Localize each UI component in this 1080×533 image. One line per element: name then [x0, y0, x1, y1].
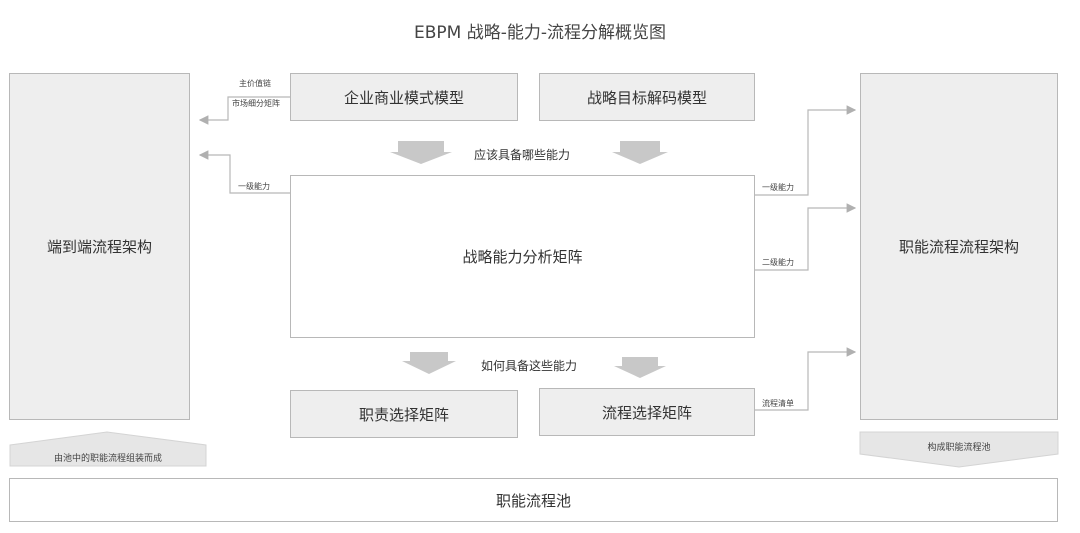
duty-matrix-label: 职责选择矩阵	[358, 405, 449, 424]
strategy-goal-box: 战略目标解码模型	[539, 73, 755, 121]
business-model-box: 企业商业模式模型	[290, 73, 518, 121]
level1-right-label: 一级能力	[762, 183, 794, 192]
down-banner-right	[859, 431, 1059, 468]
functional-architecture-label: 职能流程流程架构	[898, 238, 1019, 256]
connector-process-list	[755, 347, 857, 411]
strategy-goal-label: 战略目标解码模型	[586, 88, 707, 107]
down-arrow-bottom-left	[402, 352, 456, 374]
duty-matrix-box: 职责选择矩阵	[290, 390, 518, 438]
process-list-label: 流程清单	[762, 399, 794, 408]
level1-left-label: 一级能力	[238, 182, 270, 191]
end-to-end-architecture-label: 端到端流程架构	[46, 238, 152, 256]
capability-matrix-label: 战略能力分析矩阵	[462, 248, 583, 266]
pool-assemble-label: 由池中的职能流程组装而成	[53, 454, 162, 464]
capability-matrix-box: 战略能力分析矩阵	[290, 175, 755, 338]
functional-architecture-box: 职能流程流程架构	[860, 73, 1058, 420]
process-pool-label: 职能流程池	[495, 491, 571, 510]
should-have-capabilities-label: 应该具备哪些能力	[474, 148, 571, 162]
connector-business-to-e2e	[198, 96, 290, 125]
business-model-label: 企业商业模式模型	[343, 88, 464, 107]
market-segment-label: 市场细分矩阵	[232, 99, 280, 108]
connector-matrix-level1	[755, 105, 857, 196]
how-to-have-capabilities-label: 如何具备这些能力	[481, 359, 578, 373]
up-banner-left	[9, 431, 207, 467]
process-pool-box: 职能流程池	[9, 478, 1058, 522]
value-chain-label: 主价值链	[239, 79, 271, 88]
down-arrow-bottom-right	[614, 357, 666, 378]
process-matrix-box: 流程选择矩阵	[539, 388, 755, 436]
down-arrow-top-left	[390, 141, 452, 164]
connector-matrix-to-e2e	[198, 150, 290, 194]
level2-right-label: 二级能力	[762, 258, 794, 267]
connector-matrix-level2	[755, 203, 857, 271]
process-matrix-label: 流程选择矩阵	[601, 403, 692, 422]
diagram-title: EBPM 战略-能力-流程分解概览图	[414, 23, 666, 43]
form-pool-label: 构成职能流程池	[927, 443, 991, 453]
down-arrow-top-right	[612, 141, 668, 164]
end-to-end-architecture-box: 端到端流程架构	[9, 73, 190, 420]
